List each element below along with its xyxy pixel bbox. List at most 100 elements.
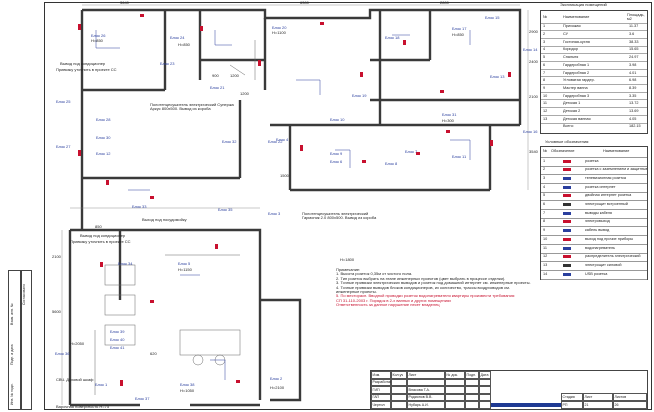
legend-symbol-icon — [563, 185, 571, 189]
dimension: 620 — [150, 351, 157, 356]
explication-header: № Наименование Площадь, м2 — [541, 11, 647, 24]
expl-cell-name: Детская ванная — [563, 116, 591, 121]
sheet-frame — [44, 2, 652, 410]
plan-label: Блок 41 — [110, 345, 125, 350]
plan-label: H=850 — [178, 42, 190, 47]
expl-cell-num: 7 — [543, 70, 546, 75]
plan-label: Блок 21 — [210, 85, 225, 90]
plan-label: Блок 38 — [180, 382, 195, 387]
plan-label: Блок 35 — [218, 207, 233, 212]
legend-symbol-icon — [563, 272, 571, 276]
plan-label: Блок 5 — [178, 261, 191, 266]
expl-cell-area: 3.98 — [629, 62, 637, 67]
stamp-cell — [479, 378, 491, 387]
legend-name: электровыход — [585, 219, 610, 224]
plan-label: H=2100 — [270, 385, 285, 390]
plan-label: Блок 11 — [452, 154, 467, 159]
plan-label: Блок 3 — [268, 211, 281, 216]
expl-cell-name: Детская 2 — [563, 109, 581, 114]
plan-label: Блок 34 — [118, 261, 133, 266]
callout: Привязку уточнить в проекте СС — [70, 239, 131, 244]
stamp-cell — [465, 386, 479, 394]
expl-header-area: Площадь, м2 — [627, 13, 645, 21]
plan-label: Блок 4 — [276, 137, 289, 142]
expl-cell-num: 4 — [543, 47, 546, 52]
expl-cell-name: Гардеробная 1 — [563, 62, 590, 67]
expl-cell-num: 8 — [543, 78, 546, 83]
side-strip — [8, 270, 22, 410]
callout: Варочная поверхность H=75 — [56, 404, 110, 409]
dimension: 2900 — [529, 29, 538, 34]
explication-title: Экспликация помещений — [560, 2, 607, 7]
plan-label: Блок 7 — [405, 149, 418, 154]
legend-num: 8 — [543, 219, 546, 224]
legend-name: распределитель электрический — [585, 254, 641, 259]
callout: Выход под посудомойку — [142, 217, 187, 222]
dimension: 2100 — [52, 254, 61, 259]
expl-cell-name: Угловатая гардер. — [563, 78, 595, 83]
legend-name: электрощит встроенный — [585, 202, 628, 206]
stamp-cell — [465, 393, 479, 402]
stamp-blue-band — [491, 403, 561, 407]
plan-label: Блок 8 — [385, 161, 398, 166]
plan-label: Блок 10 — [330, 117, 345, 122]
expl-cell-num: 5 — [543, 55, 546, 60]
plan-label: Блок 13 — [490, 74, 505, 79]
expl-cell-num: 1 — [543, 24, 546, 29]
legend-num: 6 — [543, 202, 546, 206]
stamp-cell: ГИП — [371, 386, 391, 394]
dimension: 850 — [95, 224, 102, 229]
legend-header-num: № — [543, 148, 548, 153]
legend-num: 14 — [543, 271, 548, 276]
legend-num: 2 — [543, 167, 546, 172]
plan-label: Блок 26 — [91, 33, 106, 38]
callout: СВЧ. Духовой шкаф — [56, 377, 94, 382]
plan-label: Блок 30 — [96, 135, 111, 140]
plan-label: H=1150 — [178, 267, 192, 272]
legend-symbol-icon — [563, 168, 571, 172]
stamp-cell: Чертил — [371, 401, 391, 409]
plan-label: Блок 37 — [135, 396, 150, 401]
legend-name: электрощит силовой — [585, 262, 622, 267]
plan-label: Блок 19 — [352, 93, 367, 98]
callout: Полотенцесушитель электрический Гармоник… — [302, 211, 377, 221]
expl-cell-area: 38.33 — [629, 39, 639, 44]
legend-num: 13 — [543, 262, 548, 267]
stamp-cell: Лист — [407, 371, 445, 379]
callout: Вывод под кондиционер — [60, 61, 106, 66]
stamp-cell — [407, 378, 445, 387]
stamp-cell — [391, 393, 407, 402]
dimension: 2100 — [529, 94, 538, 99]
note-line: 2. Тип розеток выбрать на этапе инженерн… — [336, 275, 506, 281]
legend-num: 5 — [543, 193, 546, 198]
plan-label: Блок 40 — [110, 337, 125, 342]
expl-header-name: Наименование — [563, 15, 590, 19]
expl-cell-area: 11.37 — [629, 24, 639, 29]
stamp-cell: Подп. — [465, 371, 479, 379]
stamp-cell — [391, 378, 407, 387]
stamp-cell: Кол.уч — [391, 371, 407, 379]
dimension: 5600 — [52, 309, 61, 314]
expl-cell-area: 15.65 — [629, 47, 639, 52]
legend-symbol-icon — [563, 203, 571, 206]
legend-header: № Обозначение Наименование — [541, 147, 647, 158]
expl-cell-name: Мастер ванна — [563, 85, 588, 90]
plan-label: H=1050 — [180, 388, 195, 393]
